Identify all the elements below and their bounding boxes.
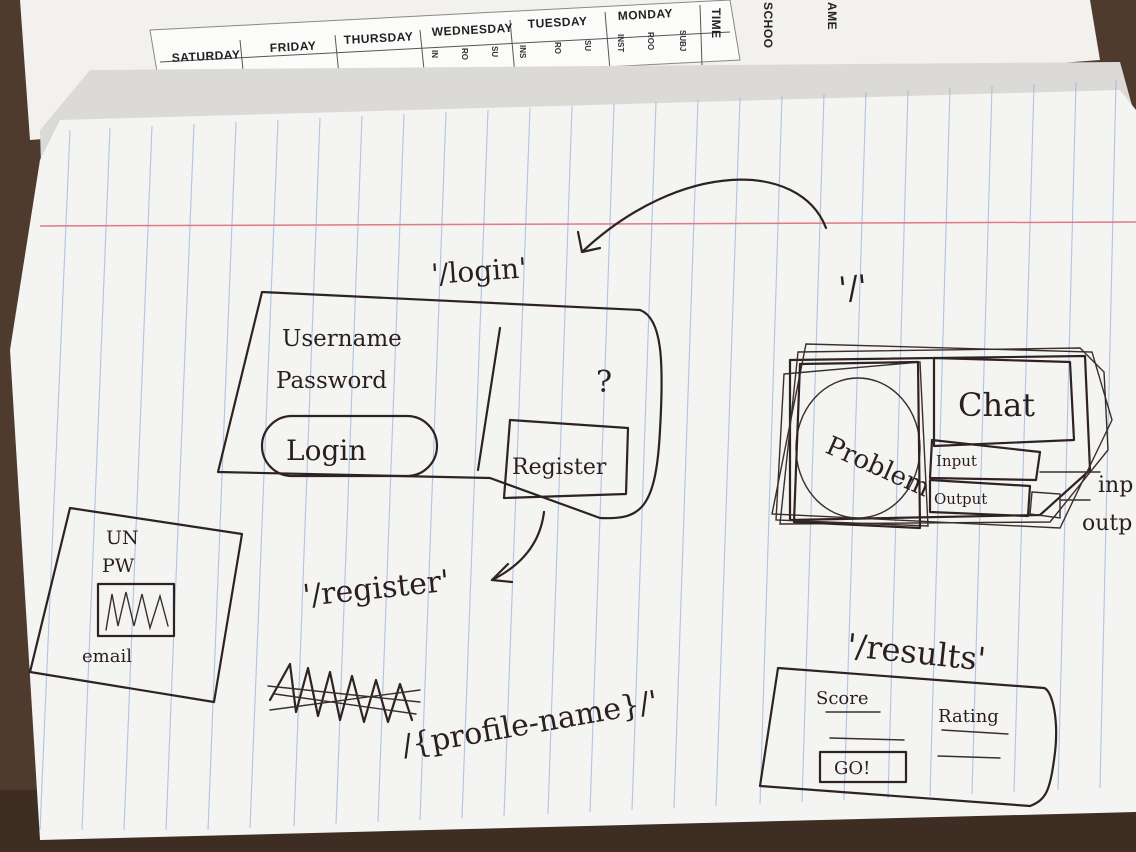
problem-pane[interactable] — [792, 360, 922, 530]
output-box[interactable] — [928, 478, 1032, 518]
arrow-head — [490, 562, 514, 584]
day-tuesday: TUESDAY — [527, 14, 587, 31]
day-thursday: THURSDAY — [343, 29, 413, 47]
day-saturday: SATURDAY — [171, 47, 240, 65]
login-button-label: Login — [286, 434, 366, 467]
register-button-label: Register — [512, 455, 607, 480]
margin-line — [39, 221, 1136, 227]
crossed-out-scribble — [268, 662, 414, 724]
sub-label: SU — [490, 46, 499, 57]
register-form-frame — [28, 506, 244, 704]
rating-label: Rating — [938, 706, 999, 727]
email-label: email — [82, 646, 132, 667]
name-header: AME — [825, 2, 839, 30]
arrow-head — [576, 230, 602, 254]
sub-label: SU — [583, 40, 592, 51]
input-box[interactable] — [928, 438, 1042, 482]
question-mark: ? — [596, 365, 612, 400]
results-card-frame — [758, 666, 1058, 808]
workspace-frame — [788, 354, 1092, 522]
login-divider — [476, 326, 502, 472]
day-monday: MONDAY — [617, 6, 673, 23]
sub-label: SUBJ — [678, 30, 687, 51]
go-button-label: GO! — [834, 758, 870, 779]
school-header: SCHOO — [761, 2, 775, 49]
register-button[interactable] — [502, 418, 630, 500]
scribble — [105, 591, 169, 631]
password-label: Password — [276, 368, 387, 394]
day-wednesday: WEDNESDAY — [431, 21, 513, 39]
sub-label: ROO — [646, 32, 655, 50]
chat-label: Chat — [958, 386, 1035, 424]
login-route-label: '/login' — [430, 251, 528, 291]
go-button[interactable] — [818, 750, 908, 784]
un-label: UN — [106, 527, 139, 549]
input-annotation: inp — [1098, 473, 1133, 498]
score-label: Score — [816, 688, 869, 709]
captcha-box[interactable] — [96, 582, 176, 638]
sub-label: RO — [460, 48, 469, 60]
time-header: TIME — [709, 8, 723, 39]
sub-label: INST — [616, 34, 625, 52]
login-frame — [216, 290, 663, 520]
chat-pane[interactable] — [932, 356, 1076, 448]
sub-label: INS — [518, 45, 527, 59]
notebook-page — [10, 90, 1136, 840]
arrow-to-register — [490, 510, 546, 582]
input-box-label: Input — [936, 452, 977, 470]
sub-label: IN — [430, 50, 439, 58]
sub-label: RO — [553, 42, 562, 54]
day-friday: FRIDAY — [269, 39, 316, 55]
login-sketch: '/login' Username Password Login ? Regis… — [216, 178, 828, 584]
login-button[interactable] — [260, 414, 439, 478]
output-box-label: Output — [934, 490, 987, 508]
pw-label: PW — [102, 555, 135, 577]
root-route-label: '/' — [837, 267, 869, 308]
output-annotation: outp — [1082, 511, 1132, 536]
username-label: Username — [282, 326, 402, 352]
arrow-to-login — [580, 178, 828, 254]
